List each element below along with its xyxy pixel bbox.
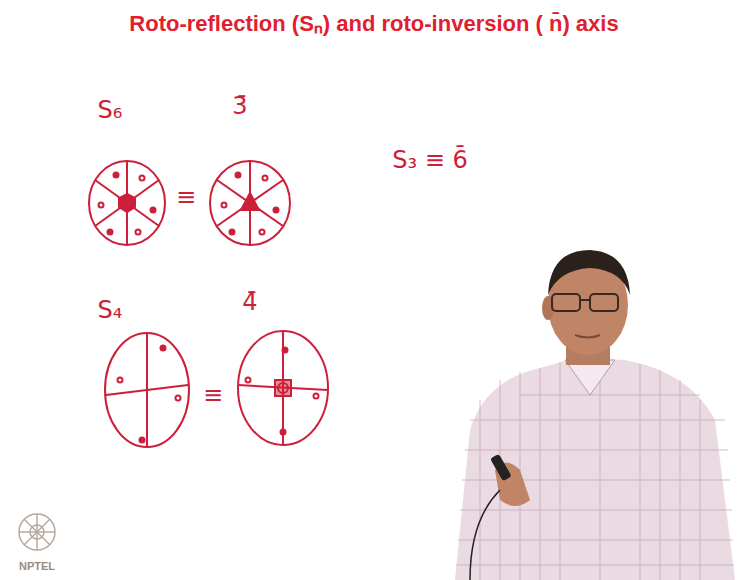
stereogram-s4 — [105, 333, 189, 447]
stereogram-s6 — [89, 161, 165, 245]
slide-title: Roto-reflection (Sₙ) and roto-inversion … — [129, 7, 618, 37]
equivalence-sign: ≡ — [176, 183, 196, 211]
logo-text: NPTEL — [19, 560, 55, 572]
nptel-emblem — [19, 514, 55, 550]
stereogram-4bar — [238, 331, 328, 445]
symmetry-label: 3̄ — [232, 92, 247, 120]
symmetry-label: S₄ — [98, 296, 123, 324]
equivalence-note: S₃ ≡ 6̄ — [392, 146, 468, 174]
equivalence-sign: ≡ — [203, 381, 223, 409]
stereogram-3bar — [210, 161, 290, 245]
symmetry-label: 4̄ — [242, 288, 257, 316]
symmetry-label: S₆ — [98, 96, 123, 124]
lecturer-figure — [455, 250, 735, 580]
